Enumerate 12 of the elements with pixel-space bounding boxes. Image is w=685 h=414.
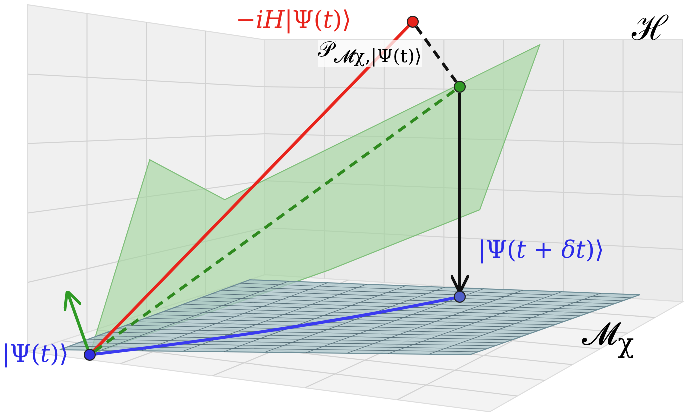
line bbox=[93, 25, 410, 352]
arrow bbox=[64, 290, 90, 350]
math-label: ℋ bbox=[632, 12, 668, 46]
line bbox=[94, 89, 456, 353]
point-label: |Ψ(t)⟩ bbox=[2, 342, 69, 366]
point-label: |Ψ(t + δt)⟩ bbox=[478, 238, 604, 262]
point-marker bbox=[407, 16, 419, 28]
line bbox=[96, 296, 454, 356]
line bbox=[415, 26, 458, 84]
point-label: −iH|Ψ(t)⟩ bbox=[236, 8, 352, 32]
edge-label: 𝒫$_{𝓜χ,|Ψ(t)⟩}$ bbox=[318, 40, 422, 67]
math-label: 𝓜$_{χ}$ bbox=[582, 318, 634, 358]
